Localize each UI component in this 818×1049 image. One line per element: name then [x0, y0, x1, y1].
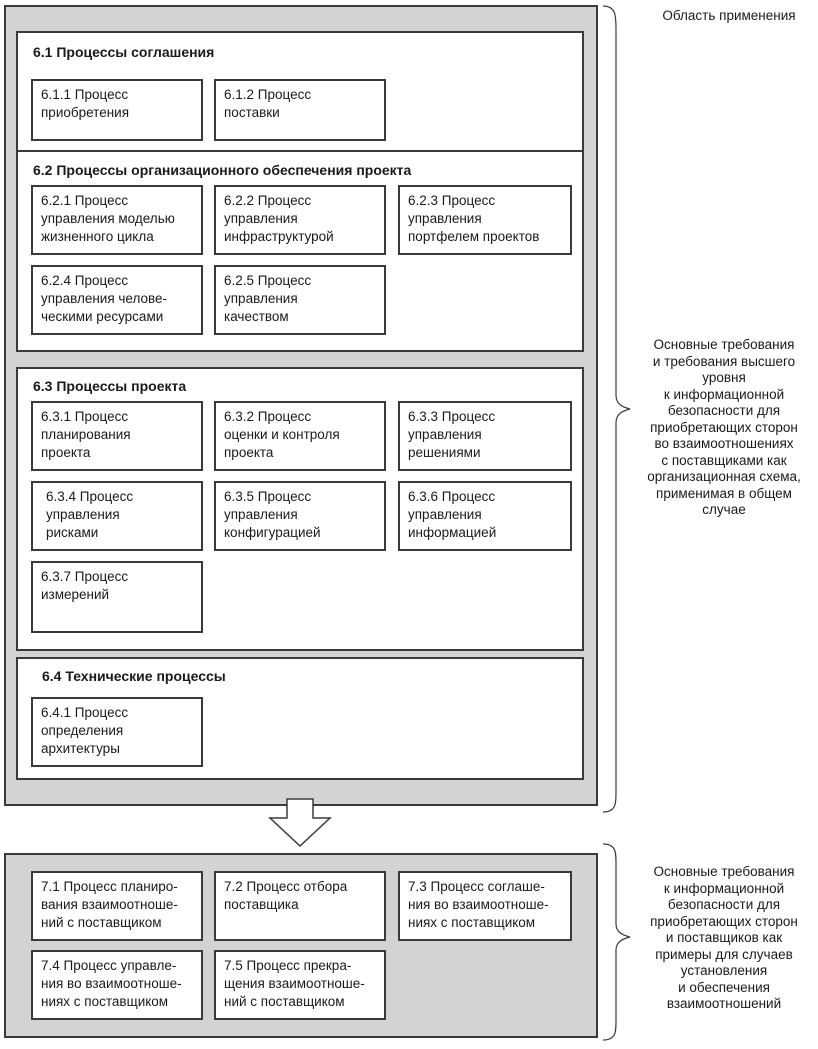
process-box-6-2-3: 6.2.3 Процесс управления портфелем проек… — [398, 185, 572, 255]
process-box-6-3-5: 6.3.5 Процесс управления конфигурацией — [214, 481, 386, 551]
process-box-7-3: 7.3 Процесс соглаше- ния во взаимоотноше… — [398, 871, 572, 941]
lower-scope-brace — [602, 843, 631, 1041]
process-box-6-4-1: 6.4.1 Процесс определения архитектуры — [31, 697, 203, 767]
upper-scope-brace — [602, 5, 631, 813]
process-box-7-5: 7.5 Процесс прекра- щения взаимоотноше- … — [214, 950, 386, 1020]
process-box-6-2-2: 6.2.2 Процесс управления инфраструктурой — [214, 185, 386, 255]
process-box-6-3-1: 6.3.1 Процесс планирования проекта — [31, 401, 203, 471]
process-box-6-2-4: 6.2.4 Процесс управления челове- ческими… — [31, 265, 203, 335]
process-box-7-4: 7.4 Процесс управле- ния во взаимоотноше… — [31, 950, 203, 1020]
section-title-6-2: 6.2 Процессы организационного обеспечени… — [33, 162, 412, 178]
section-title-6-1: 6.1 Процессы соглашения — [33, 44, 215, 60]
process-box-6-2-1: 6.2.1 Процесс управления моделью жизненн… — [31, 185, 203, 255]
process-box-6-3-6: 6.3.6 Процесс управления информацией — [398, 481, 572, 551]
process-box-6-1-2: 6.1.2 Процесс поставки — [214, 79, 386, 141]
process-box-6-3-3: 6.3.3 Процесс управления решениями — [398, 401, 572, 471]
process-box-7-2: 7.2 Процесс отбора поставщика — [214, 871, 386, 941]
lower-side-note: Основные требования к информационной без… — [650, 864, 798, 1011]
down-arrow-icon — [268, 798, 332, 848]
section-title-6-4: 6.4 Технические процессы — [42, 668, 226, 684]
process-box-6-3-4: 6.3.4 Процесс управления рисками — [31, 481, 203, 551]
process-box-6-1-1: 6.1.1 Процесс приобретения — [31, 79, 203, 141]
section-divider — [16, 150, 584, 152]
process-box-6-2-5: 6.2.5 Процесс управления качеством — [214, 265, 386, 335]
section-title-6-3: 6.3 Процессы проекта — [33, 378, 187, 394]
scope-label: Область применения — [662, 8, 796, 23]
process-box-7-1: 7.1 Процесс планиро- вания взаимоотноше-… — [31, 871, 203, 941]
process-box-6-3-2: 6.3.2 Процесс оценки и контроля проекта — [214, 401, 386, 471]
process-box-6-3-7: 6.3.7 Процесс измерений — [31, 561, 203, 633]
upper-side-note: Основные требования и требования высшего… — [647, 337, 801, 517]
